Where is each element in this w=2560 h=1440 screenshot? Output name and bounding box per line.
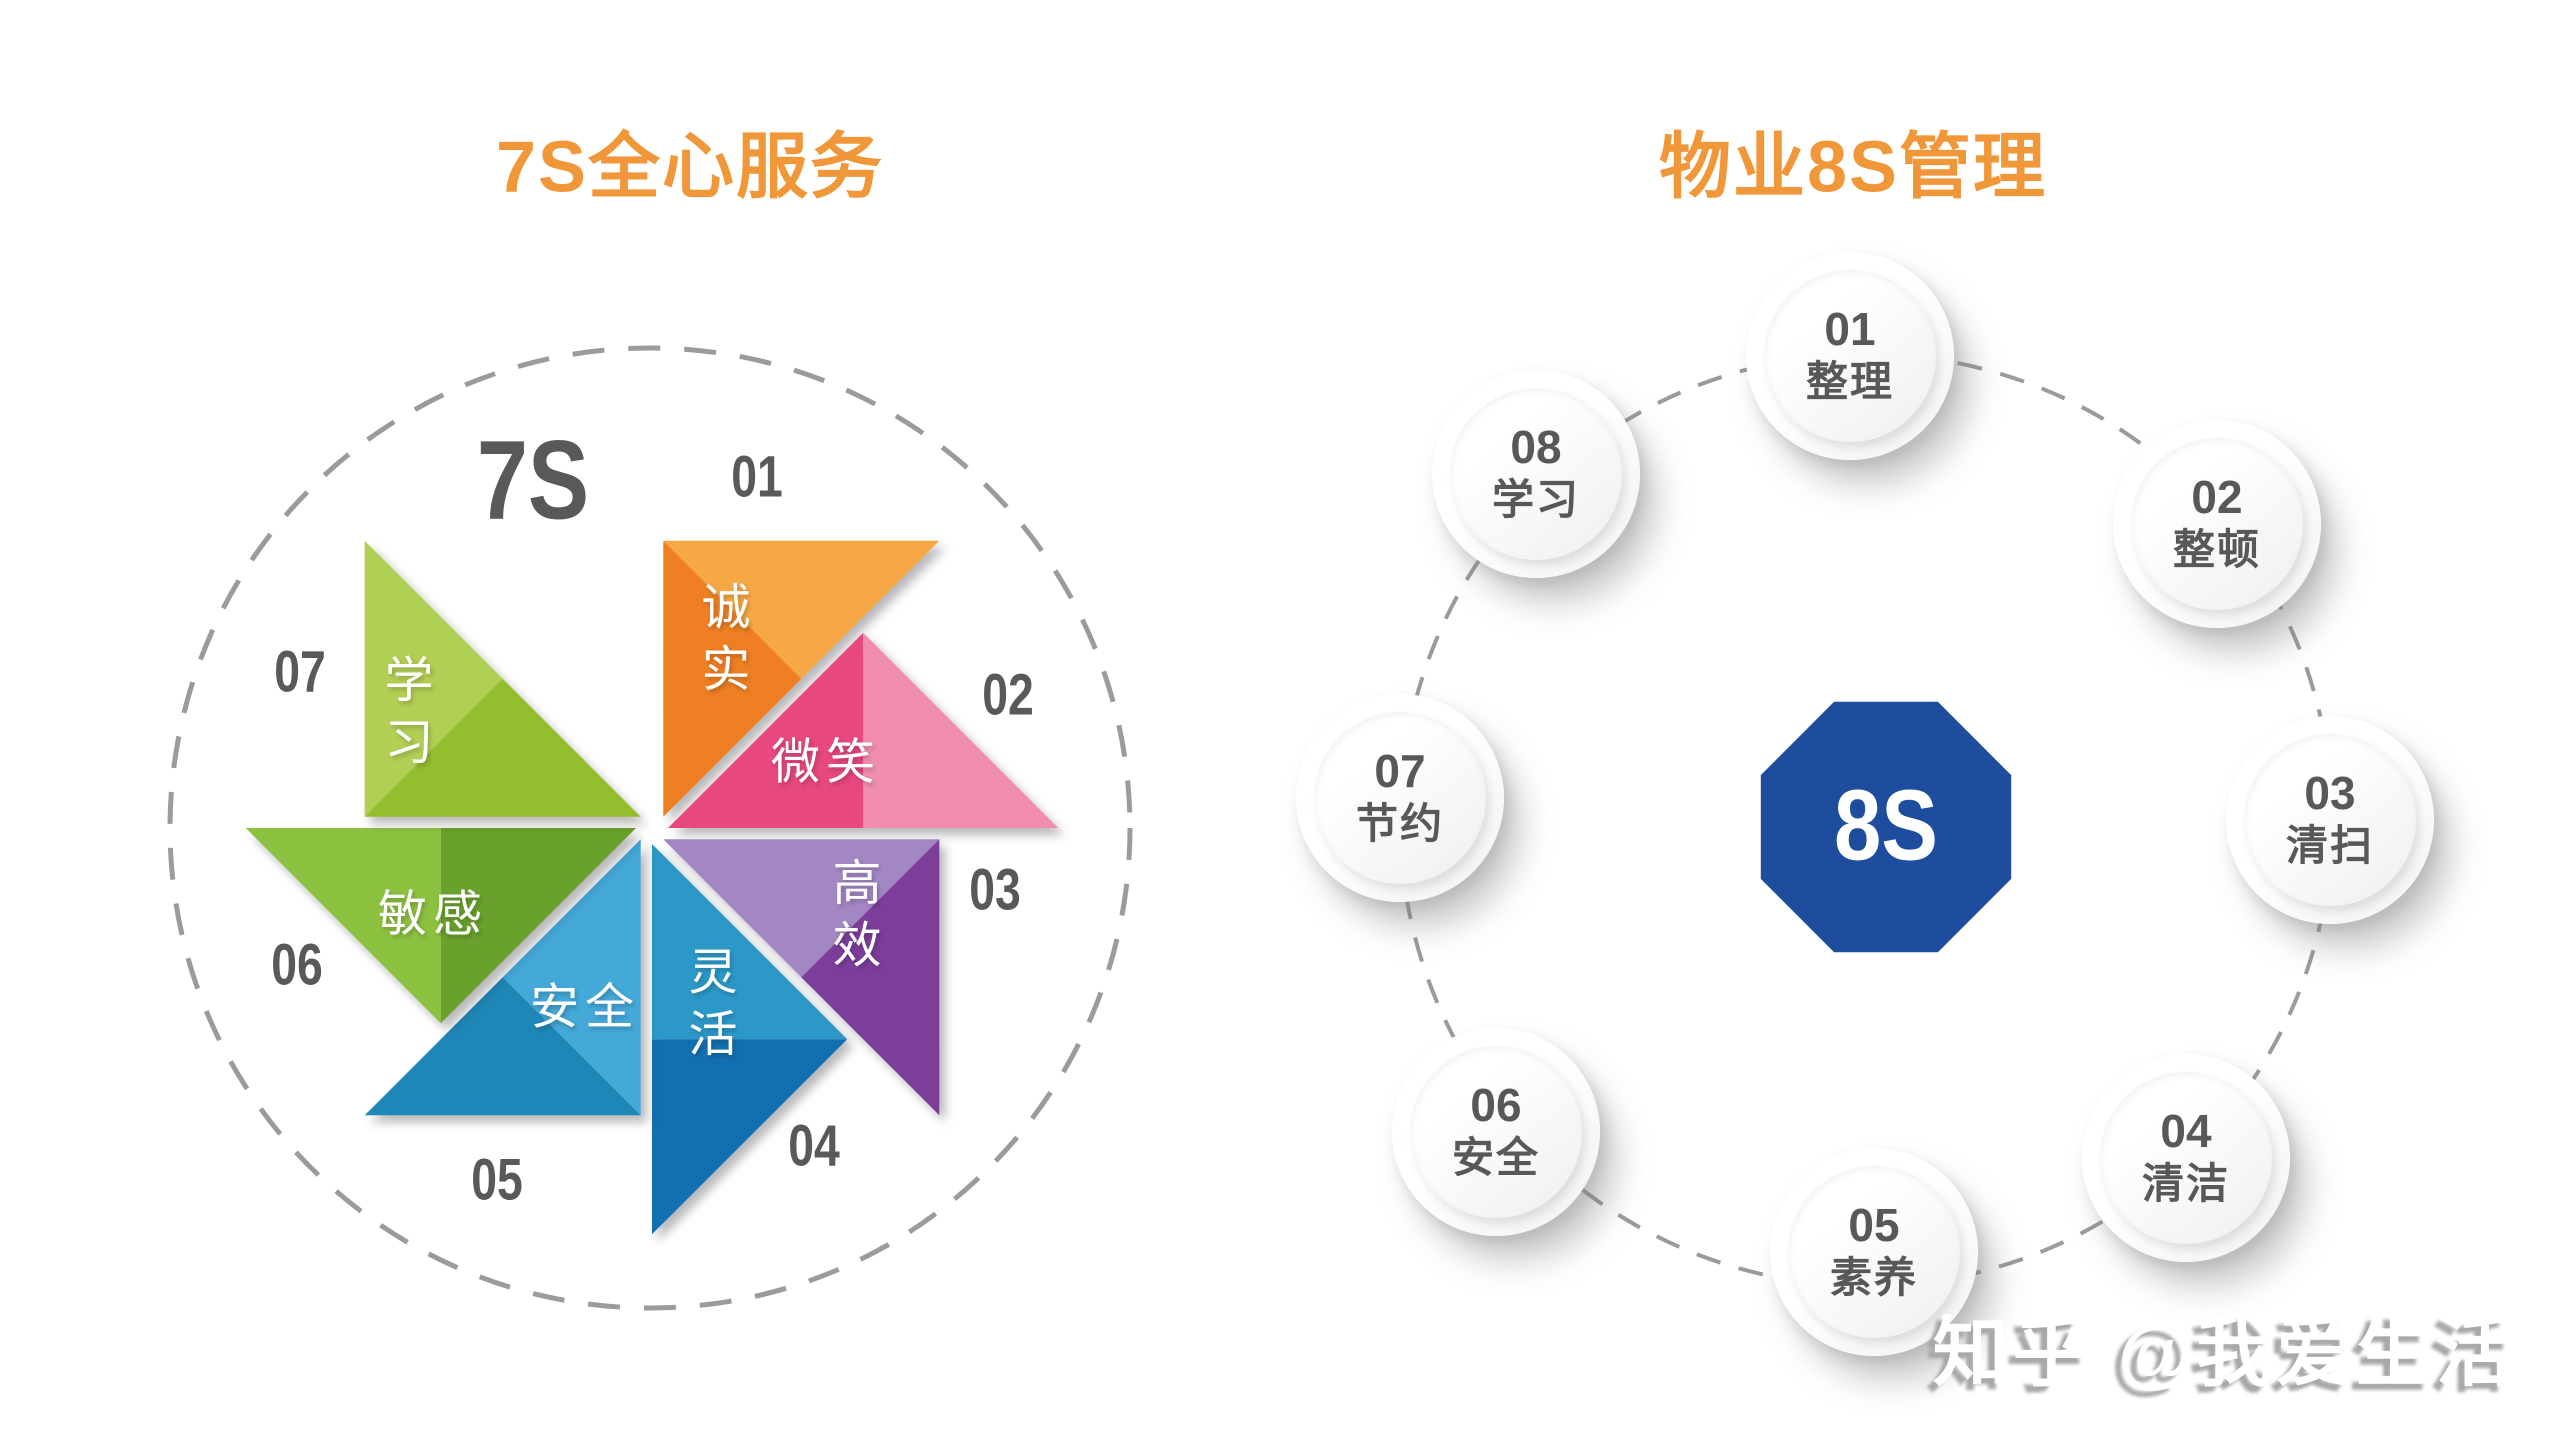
- blade-04-outer-half: [652, 1039, 848, 1235]
- blade-02-outer-half: [863, 632, 1059, 828]
- cycle-item-label: 整顿: [2172, 526, 2261, 574]
- cycle-item-label: 整理: [1805, 358, 1894, 406]
- octagon-center-label: 8S: [1834, 769, 1938, 882]
- watermark: 知乎 @我爱生活: [1932, 1311, 2516, 1396]
- blade-06: [245, 828, 636, 1024]
- blade-label-07: 学习: [377, 654, 433, 778]
- pinwheel-blades: [245, 540, 1059, 1235]
- blade-label-03: 高效: [825, 857, 881, 981]
- cycle-item-number: 06: [1470, 1079, 1522, 1132]
- blade-number-07: 07: [274, 639, 326, 705]
- blade-number-04: 04: [788, 1113, 840, 1179]
- blade-03-outer-half: [801, 839, 940, 1116]
- blade-05-center-half: [502, 839, 641, 1116]
- blade-label-04: 灵活: [681, 946, 737, 1070]
- blade-01-outer-half: [663, 540, 940, 679]
- blade-04-center-half: [652, 844, 848, 1040]
- cycle-item-label: 素养: [1829, 1254, 1918, 1302]
- blade-05-outer-half: [364, 977, 641, 1116]
- blade-07-center-half: [364, 678, 641, 817]
- cycle-item-number: 07: [1374, 745, 1426, 798]
- cycle-item-label: 节约: [1355, 800, 1444, 848]
- blade-number-05: 05: [471, 1147, 523, 1213]
- right-diagram-title: 物业8S管理: [1658, 127, 2048, 208]
- blade-number-01: 01: [731, 444, 783, 510]
- blade-label-01: 诚实: [694, 581, 750, 705]
- blade-02-center-half: [668, 632, 864, 828]
- blade-number-03: 03: [969, 857, 1021, 923]
- blade-02: [668, 632, 1059, 828]
- blade-06-center-half: [440, 828, 636, 1024]
- cycle-item-label: 清洁: [2141, 1160, 2230, 1208]
- blade-01: [663, 540, 940, 817]
- left-diagram-title: 7S全心服务: [495, 127, 885, 208]
- blade-01-center-half: [663, 540, 802, 817]
- cycle-item-number: 05: [1848, 1199, 1900, 1252]
- cycle-item-number: 03: [2304, 767, 2356, 820]
- blade-07-outer-half: [364, 540, 503, 817]
- blade-04: [652, 844, 848, 1235]
- blade-03: [663, 839, 940, 1116]
- blade-label-06: 敏感: [377, 886, 489, 942]
- blade-06-outer-half: [245, 828, 441, 1024]
- octagon-8s-badge: [1760, 701, 2012, 953]
- blade-label-05: 安全: [529, 979, 641, 1035]
- cycle-item-number: 01: [1824, 303, 1876, 356]
- blade-number-06: 06: [271, 932, 323, 998]
- cycle-item-label: 清扫: [2285, 822, 2374, 870]
- blade-label-02: 微笑: [770, 734, 882, 790]
- pinwheel-dashed-circle: [167, 345, 1133, 1311]
- blade-05: [364, 839, 641, 1116]
- blade-number-02: 02: [982, 662, 1034, 728]
- cycle-item-label: 安全: [1451, 1134, 1540, 1182]
- cycle-item-number: 02: [2191, 471, 2243, 524]
- blade-03-center-half: [663, 839, 940, 978]
- blade-07: [364, 540, 641, 817]
- cycle-item-number: 08: [1510, 421, 1562, 474]
- cycle-item-number: 04: [2160, 1105, 2212, 1158]
- cycle-item-label: 学习: [1491, 476, 1580, 524]
- pinwheel-center-label: 7S: [476, 417, 590, 543]
